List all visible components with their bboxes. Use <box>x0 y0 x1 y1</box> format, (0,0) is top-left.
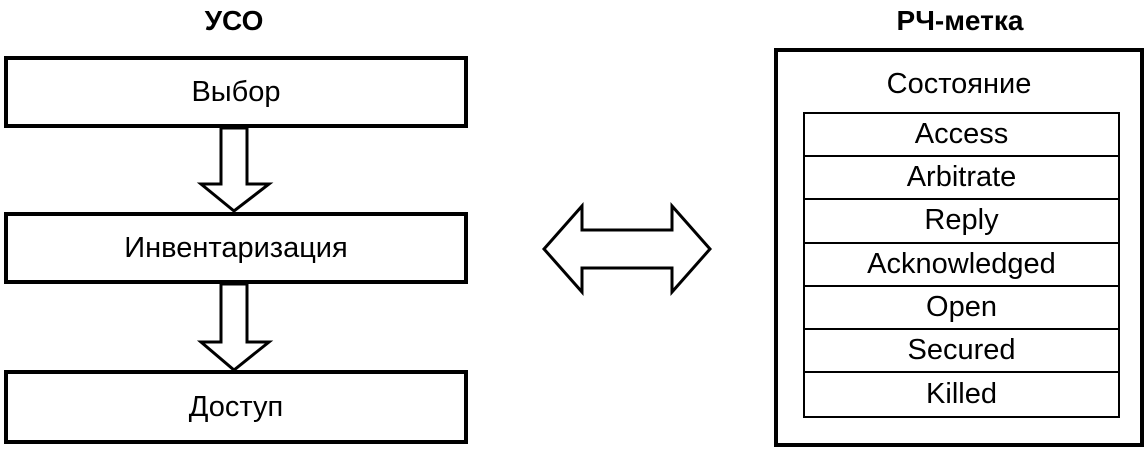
step-access-label: Доступ <box>188 390 284 423</box>
step-inventory-label: Инвентаризация <box>124 231 348 264</box>
step-select: Выбор <box>4 56 468 128</box>
step-select-label: Выбор <box>191 75 281 108</box>
state-row-reply: Reply <box>805 200 1118 244</box>
step-access: Доступ <box>4 370 468 444</box>
state-row-killed: Killed <box>805 373 1118 416</box>
down-arrow-icon <box>196 126 274 213</box>
state-label: Open <box>926 290 997 323</box>
down-arrow-icon <box>196 282 274 372</box>
state-row-acknowledged: Acknowledged <box>805 244 1118 287</box>
state-row-arbitrate: Arbitrate <box>805 157 1118 201</box>
tag-heading: РЧ-метка <box>896 5 1024 36</box>
state-title: Состояние <box>886 68 1032 100</box>
state-label: Access <box>914 118 1009 151</box>
state-row-access: Access <box>805 114 1118 158</box>
step-inventory: Инвентаризация <box>4 212 468 284</box>
tag-container: Состояние Access Arbitrate Reply Acknowl… <box>774 48 1144 447</box>
reader-heading: УСО <box>204 5 264 36</box>
state-label: Killed <box>926 378 997 411</box>
state-label: Secured <box>907 334 1016 367</box>
state-row-secured: Secured <box>805 330 1118 374</box>
state-label: Reply <box>924 204 999 237</box>
state-row-open: Open <box>805 287 1118 330</box>
double-arrow-icon <box>541 202 713 296</box>
state-label: Acknowledged <box>867 247 1056 280</box>
state-label: Arbitrate <box>906 161 1017 194</box>
state-table: Access Arbitrate Reply Acknowledged Open… <box>803 112 1120 418</box>
